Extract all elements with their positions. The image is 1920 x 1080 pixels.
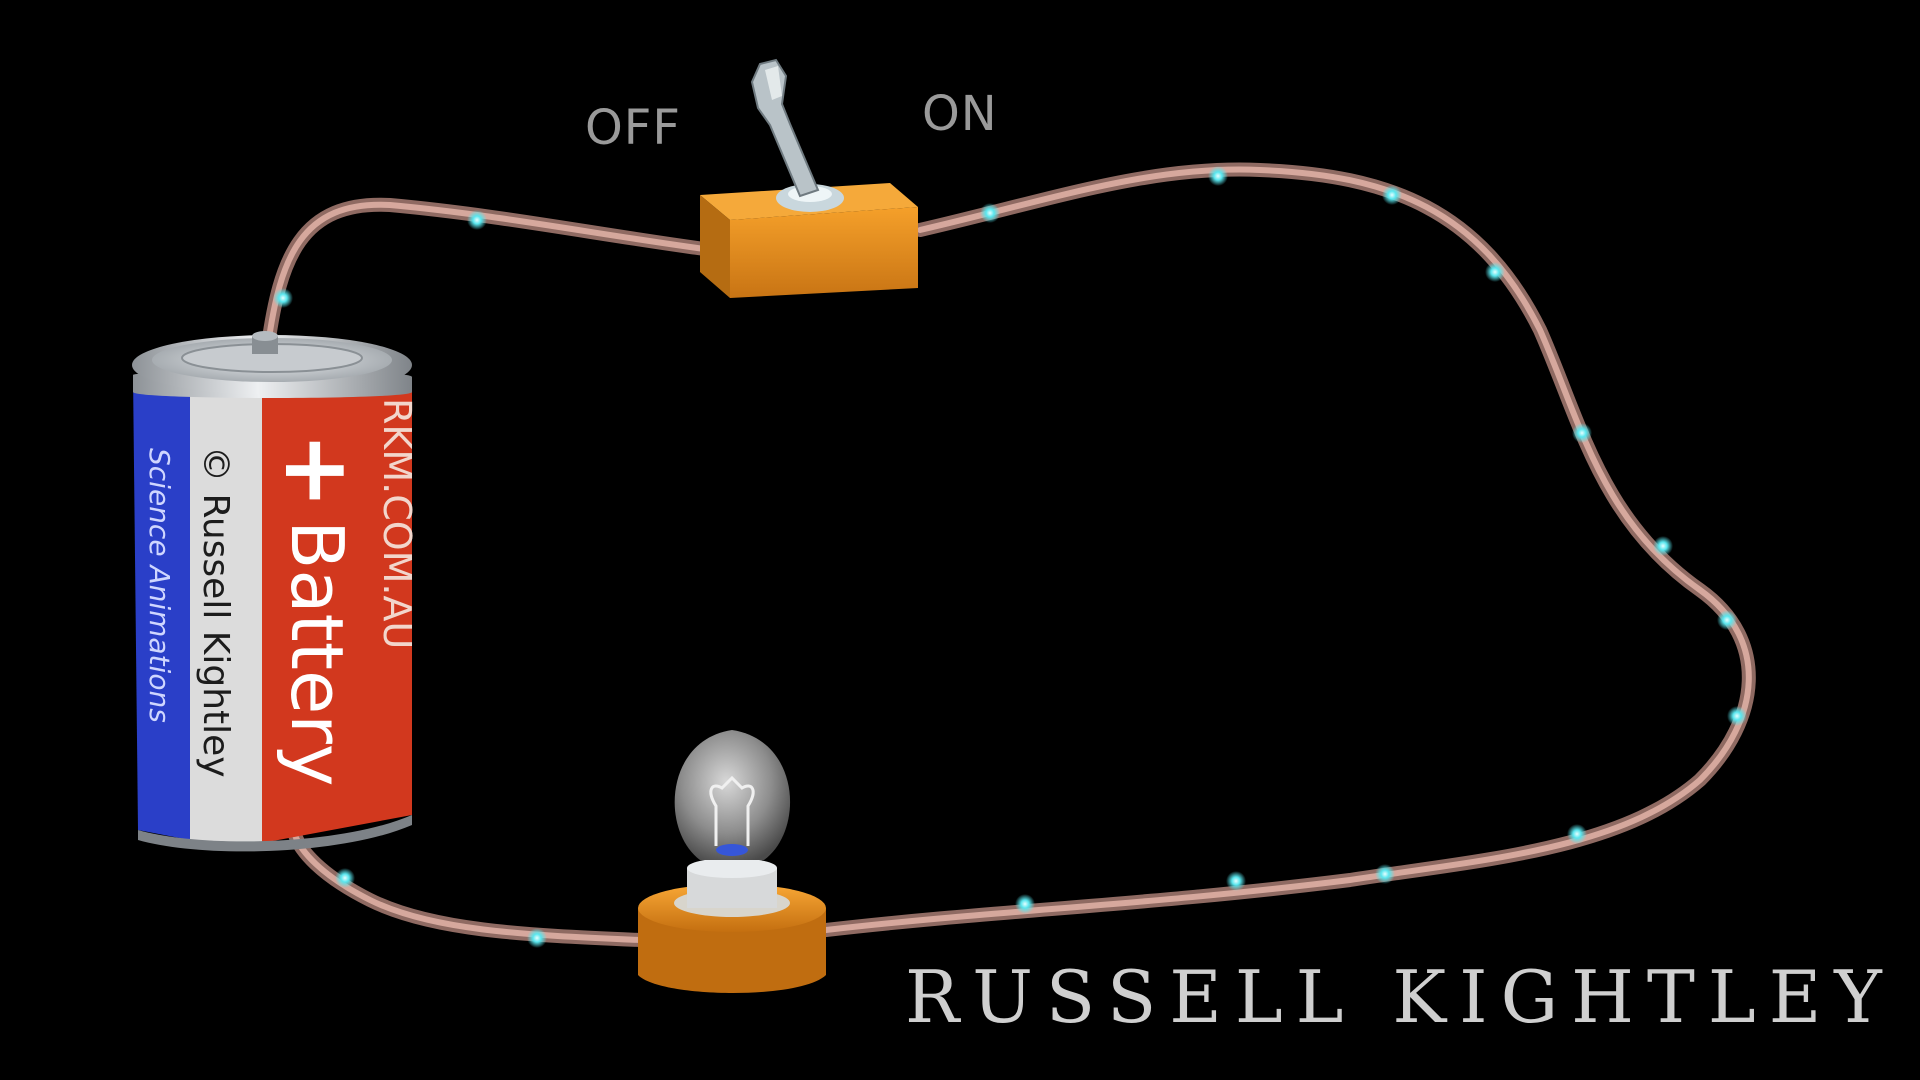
electron	[1727, 706, 1747, 726]
electron	[467, 210, 487, 230]
electron	[527, 928, 547, 948]
bulb-glass	[674, 730, 791, 860]
battery-body-red	[262, 377, 412, 843]
author-watermark: RUSSELL KIGHTLEY	[905, 955, 1895, 1039]
battery-science: Science Animations	[143, 448, 176, 723]
wire-battery-to-switch	[261, 197, 719, 352]
electron	[1567, 824, 1587, 844]
wire	[261, 162, 1756, 947]
electron	[1717, 610, 1737, 630]
toggle-switch	[700, 58, 918, 298]
electron	[1485, 262, 1505, 282]
battery-site: RKM.COM.AU	[375, 398, 419, 649]
electron	[1375, 864, 1395, 884]
switch-on-label: ON	[922, 86, 998, 142]
electron	[1382, 185, 1402, 205]
switch-off-label: OFF	[585, 100, 681, 156]
electron	[335, 868, 355, 888]
battery-body-white	[190, 378, 262, 843]
switch-box-side	[730, 207, 918, 298]
bulb-filament	[709, 775, 755, 846]
electron	[1572, 423, 1592, 443]
switch-lever	[750, 58, 820, 198]
battery-label: Battery	[275, 520, 359, 786]
battery-body-blue	[133, 375, 190, 840]
electron	[1015, 894, 1035, 914]
switch-box-front	[700, 195, 730, 298]
electron	[1653, 536, 1673, 556]
electron	[1208, 166, 1228, 186]
wire-switch-to-bulb	[819, 162, 1756, 937]
electrons	[273, 166, 1747, 948]
light-bulb	[638, 730, 826, 994]
battery-plus: +	[264, 432, 371, 509]
electron	[273, 288, 293, 308]
battery-terminal	[252, 336, 278, 354]
bulb-holder-side	[638, 908, 826, 994]
electron	[980, 203, 1000, 223]
battery-copyright: © Russell Kightley	[195, 446, 236, 778]
electron	[1226, 871, 1246, 891]
battery: + Battery RKM.COM.AU © Russell Kightley …	[132, 331, 419, 852]
